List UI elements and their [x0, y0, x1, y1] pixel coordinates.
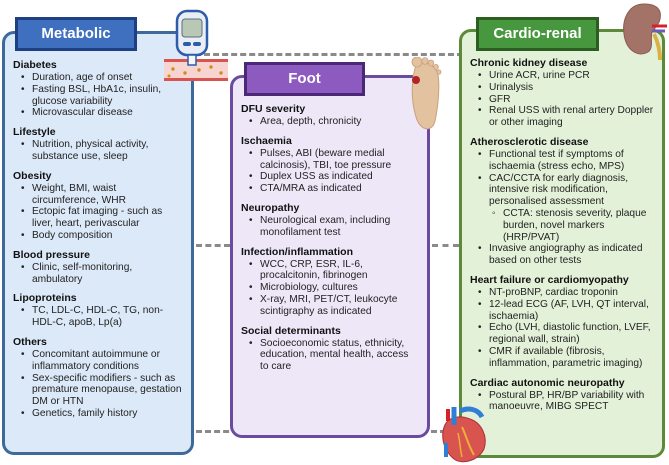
metabolic-title: Metabolic — [15, 17, 137, 51]
list-item: Renal USS with renal artery Doppler or o… — [470, 105, 654, 129]
section-list: Area, depth, chronicity — [241, 116, 419, 128]
list-item: 12-lead ECG (AF, LVH, QT interval, ischa… — [470, 299, 654, 323]
kidney-icon — [623, 3, 667, 61]
section-heading: Lipoproteins — [13, 292, 77, 305]
section-list: TC, LDL-C, HDL-C, TG, non-HDL-C, apoB, L… — [13, 305, 183, 329]
connector-middle-right — [432, 244, 459, 247]
metabolic-panel: DiabetesDuration, age of onsetFasting BS… — [2, 31, 194, 455]
sub-list-item: CCTA: stenosis severity, plaque burden, … — [470, 208, 654, 243]
list-item: Body composition — [13, 230, 183, 242]
list-item: Clinic, self-monitoring, ambulatory — [13, 262, 183, 286]
section-heading: Obesity — [13, 169, 52, 182]
section-heading: Cardiac autonomic neuropathy — [470, 376, 625, 389]
list-item: Functional test if symptoms of ischaemia… — [470, 149, 654, 173]
section-heading: Chronic kidney disease — [470, 57, 588, 69]
connector-top — [195, 53, 463, 56]
list-item: Microvascular disease — [13, 107, 183, 119]
foot-ulcer-icon — [411, 57, 442, 130]
list-item: Genetics, family history — [13, 408, 183, 420]
list-item: Concomitant autoimmune or inflammatory c… — [13, 349, 183, 373]
list-item: Echo (LVH, diastolic function, LVEF, reg… — [470, 322, 654, 346]
section-list: Urine ACR, urine PCRUrinalysisGFRRenal U… — [470, 70, 654, 129]
section-heading: Infection/inflammation — [241, 245, 354, 258]
section-list: Postural BP, HR/BP variability with mano… — [470, 390, 654, 414]
section-heading: Atherosclerotic disease — [470, 135, 589, 148]
section-list: Clinic, self-monitoring, ambulatory — [13, 262, 183, 286]
list-item: Postural BP, HR/BP variability with mano… — [470, 390, 654, 414]
list-item: Neurological exam, including monofilamen… — [241, 215, 419, 239]
list-item: Duration, age of onset — [13, 72, 183, 84]
section-heading: Others — [13, 335, 47, 348]
section-heading: Social determinants — [241, 324, 341, 337]
section-list: Pulses, ABI (beware medial calcinosis), … — [241, 148, 419, 195]
list-item: Microbiology, cultures — [241, 282, 419, 294]
section-list: Nutrition, physical activity, substance … — [13, 139, 183, 163]
glucometer-icon — [164, 9, 228, 81]
list-item: Ectopic fat imaging - such as liver, hea… — [13, 206, 183, 230]
list-item: Nutrition, physical activity, substance … — [13, 139, 183, 163]
section-list: Socioeconomic status, ethnicity, educati… — [241, 338, 419, 373]
list-item: Socioeconomic status, ethnicity, educati… — [241, 338, 419, 373]
section-list: Neurological exam, including monofilamen… — [241, 215, 419, 239]
section-heading: Heart failure or cardiomyopathy — [470, 273, 629, 286]
list-item: CTA/MRA as indicated — [241, 183, 419, 195]
list-item: GFR — [470, 94, 654, 106]
foot-title: Foot — [244, 62, 365, 96]
list-item: Pulses, ABI (beware medial calcinosis), … — [241, 148, 419, 172]
section-heading: Neuropathy — [241, 201, 300, 214]
list-item: Urine ACR, urine PCR — [470, 70, 654, 82]
section-list: WCC, CRP, ESR, IL-6, procalcitonin, fibr… — [241, 259, 419, 318]
list-item: TC, LDL-C, HDL-C, TG, non-HDL-C, apoB, L… — [13, 305, 183, 329]
list-item: CAC/CCTA for early diagnosis, intensive … — [470, 173, 654, 208]
cardio-renal-content: Chronic kidney diseaseUrine ACR, urine P… — [470, 57, 654, 413]
list-item: Fasting BSL, HbA1c, insulin, glucose var… — [13, 84, 183, 108]
list-item: NT-proBNP, cardiac troponin — [470, 287, 654, 299]
section-heading: DFU severity — [241, 103, 306, 115]
list-item: WCC, CRP, ESR, IL-6, procalcitonin, fibr… — [241, 259, 419, 283]
list-item: Duplex USS as indicated — [241, 171, 419, 183]
section-list: Functional test if symptoms of ischaemia… — [470, 149, 654, 267]
section-list: Weight, BMI, waist circumference, WHREct… — [13, 183, 183, 242]
foot-panel: DFU severityArea, depth, chronicityIscha… — [230, 75, 430, 438]
cardio-renal-panel: Chronic kidney diseaseUrine ACR, urine P… — [459, 29, 665, 458]
foot-content: DFU severityArea, depth, chronicityIscha… — [241, 103, 419, 373]
list-item: Invasive angiography as indicated based … — [470, 243, 654, 267]
metabolic-content: DiabetesDuration, age of onsetFasting BS… — [13, 59, 183, 420]
cardio-renal-title: Cardio-renal — [476, 17, 599, 51]
list-item: CMR if available (fibrosis, inflammation… — [470, 346, 654, 370]
section-list: Duration, age of onsetFasting BSL, HbA1c… — [13, 72, 183, 119]
section-list: Concomitant autoimmune or inflammatory c… — [13, 349, 183, 420]
list-item: Area, depth, chronicity — [241, 116, 419, 128]
list-item: Urinalysis — [470, 82, 654, 94]
list-item: Weight, BMI, waist circumference, WHR — [13, 183, 183, 207]
list-item: Sex-specific modifiers - such as prematu… — [13, 373, 183, 408]
heart-icon — [442, 406, 486, 463]
connector-middle-left — [196, 244, 230, 247]
section-list: NT-proBNP, cardiac troponin12-lead ECG (… — [470, 287, 654, 370]
list-item: X-ray, MRI, PET/CT, leukocyte scintigrap… — [241, 294, 419, 318]
section-heading: Lifestyle — [13, 126, 56, 139]
section-heading: Ischaemia — [241, 134, 292, 147]
section-heading: Blood pressure — [13, 248, 91, 261]
section-heading: Diabetes — [13, 59, 57, 71]
